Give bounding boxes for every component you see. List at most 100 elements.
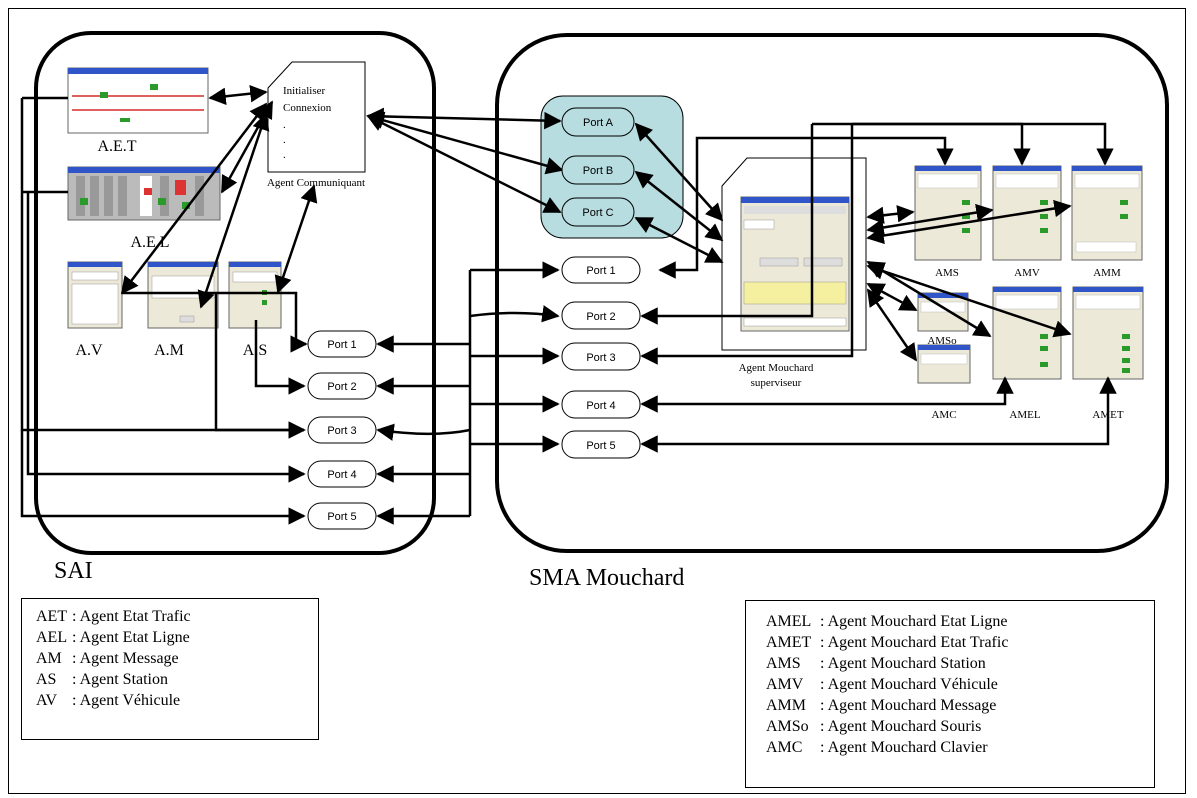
- sai-container: [34, 31, 436, 555]
- agent-communiquant-label: Agent Communiquant: [267, 177, 365, 189]
- legend-sma-abbr: AMEL: [766, 613, 812, 630]
- sai-port-5-label: Port 5: [327, 511, 356, 523]
- av-label: A.V: [75, 342, 103, 359]
- legend-sai-desc: : Agent Etat Ligne: [72, 629, 190, 646]
- sma-label: SMA Mouchard: [529, 565, 684, 591]
- legend-sai-row: AV: Agent Véhicule: [36, 690, 318, 711]
- legend-sma-abbr: AMS: [766, 655, 801, 672]
- am-label: A.M: [154, 342, 184, 359]
- as-label: A.S: [243, 342, 267, 359]
- amso-label: AMSo: [927, 335, 957, 347]
- legend-sai-abbr: AS: [36, 671, 57, 688]
- port-c-label: Port C: [582, 207, 613, 219]
- agent-communiquant-doc: [267, 61, 366, 173]
- amet-window: [1072, 286, 1144, 380]
- legend-sma-row: AMV : Agent Mouchard Véhicule: [766, 674, 1154, 695]
- sma-port-2: [561, 301, 641, 330]
- legend-sma-desc: : Agent Mouchard Station: [820, 655, 986, 672]
- amso-window: [917, 292, 969, 332]
- legend-sma-abbr: AMM: [766, 697, 807, 714]
- as-screenshot: [228, 261, 282, 329]
- sma-port-3-label: Port 3: [586, 352, 615, 364]
- legend-sma-desc: : Agent Mouchard Clavier: [820, 739, 988, 756]
- sma-port-1-label: Port 1: [586, 265, 615, 277]
- sai-port-1: [307, 330, 377, 358]
- am-screenshot: [147, 261, 219, 329]
- amet-label: AMET: [1092, 409, 1123, 421]
- legend-sma-row: AMM : Agent Mouchard Message: [766, 695, 1154, 716]
- port-b-label: Port B: [583, 165, 614, 177]
- legend-sma-abbr: AMV: [766, 676, 804, 693]
- aet-label: A.E.T: [97, 138, 136, 155]
- legend-sai-row: AM : Agent Message: [36, 648, 318, 669]
- sai-port-4: [307, 460, 377, 488]
- legend-sma-desc: : Agent Mouchard Etat Ligne: [820, 613, 1008, 630]
- legend-sma: AMEL : Agent Mouchard Etat Ligne AMET : Ag…: [745, 600, 1155, 788]
- ams-label: AMS: [935, 267, 959, 279]
- port-c: [561, 197, 635, 227]
- sma-ports: [561, 256, 641, 459]
- amc-label: AMC: [931, 409, 956, 421]
- agent-doc-line-5: .: [283, 149, 286, 161]
- amel-window: [992, 286, 1062, 380]
- sai-ports: [307, 330, 377, 530]
- sai-port-2-label: Port 2: [327, 381, 356, 393]
- agent-doc-line-1: Initialiser: [283, 85, 325, 97]
- legend-sai: AET: Agent Etat Trafic AEL: Agent Etat L…: [21, 598, 319, 740]
- legend-sai-row: AS: Agent Station: [36, 669, 318, 690]
- diagram-frame: [8, 8, 1186, 794]
- sai-label: SAI: [54, 558, 93, 584]
- sma-ports-abc: [561, 107, 635, 227]
- amel-label: AMEL: [1009, 409, 1040, 421]
- connectors: [20, 84, 1117, 525]
- amv-label: AMV: [1014, 267, 1040, 279]
- port-a: [561, 107, 635, 137]
- sai-port-4-label: Port 4: [327, 469, 356, 481]
- legend-sma-row: AMS : Agent Mouchard Station: [766, 653, 1154, 674]
- port-b: [561, 155, 635, 185]
- supervisor-label-line-2: superviseur: [751, 377, 802, 389]
- legend-sai-abbr: AEL: [36, 629, 68, 646]
- sai-port-3-label: Port 3: [327, 425, 356, 437]
- legend-sai-abbr: AET: [36, 608, 68, 625]
- legend-sma-desc: : Agent Mouchard Message: [820, 697, 997, 714]
- sma-port-4-label: Port 4: [586, 400, 615, 412]
- legend-sai-abbr: AM: [36, 650, 62, 667]
- legend-sai-abbr: AV: [36, 692, 58, 709]
- amc-window: [917, 344, 971, 384]
- legend-sma-row: AMC: Agent Mouchard Clavier: [766, 737, 1154, 758]
- sma-port-5-label: Port 5: [586, 440, 615, 452]
- port-a-label: Port A: [583, 117, 614, 129]
- legend-sma-row: AMEL : Agent Mouchard Etat Ligne: [766, 611, 1154, 632]
- ael-label: A.E.L: [130, 234, 169, 251]
- legend-sai-row: AEL: Agent Etat Ligne: [36, 627, 318, 648]
- sai-port-5: [307, 502, 377, 530]
- legend-sma-desc: : Agent Mouchard Souris: [820, 718, 982, 735]
- sai-port-2: [307, 372, 377, 400]
- sma-container: [495, 33, 1169, 553]
- legend-sai-desc: : Agent Etat Trafic: [72, 608, 191, 625]
- amm-window: [1071, 165, 1143, 261]
- legend-sai-row: AET: Agent Etat Trafic: [36, 606, 318, 627]
- legend-sma-abbr: AMET: [766, 634, 812, 651]
- sai-port-1-label: Port 1: [327, 339, 356, 351]
- sma-port-5: [561, 430, 641, 459]
- legend-sai-desc: : Agent Message: [72, 650, 179, 667]
- supervisor-label-line-1: Agent Mouchard: [739, 362, 814, 374]
- amm-label: AMM: [1093, 267, 1121, 279]
- legend-sma-desc: : Agent Mouchard Véhicule: [820, 676, 998, 693]
- legend-sma-row: AMET : Agent Mouchard Etat Trafic: [766, 632, 1154, 653]
- legend-sma-desc: : Agent Mouchard Etat Trafic: [820, 634, 1009, 651]
- supervisor-screenshot: [740, 196, 850, 332]
- agent-doc-line-2: Connexion: [283, 102, 332, 114]
- sai-port-3: [307, 416, 377, 444]
- sma-port-2-label: Port 2: [586, 311, 615, 323]
- sma-port-1: [561, 256, 641, 284]
- legend-sma-abbr: AMSo: [766, 718, 809, 735]
- aet-screenshot: [67, 67, 209, 134]
- sma-port-4: [561, 390, 641, 419]
- agent-doc-line-3: .: [283, 119, 286, 131]
- av-screenshot: [67, 261, 123, 329]
- legend-sma-row: AMSo : Agent Mouchard Souris: [766, 716, 1154, 737]
